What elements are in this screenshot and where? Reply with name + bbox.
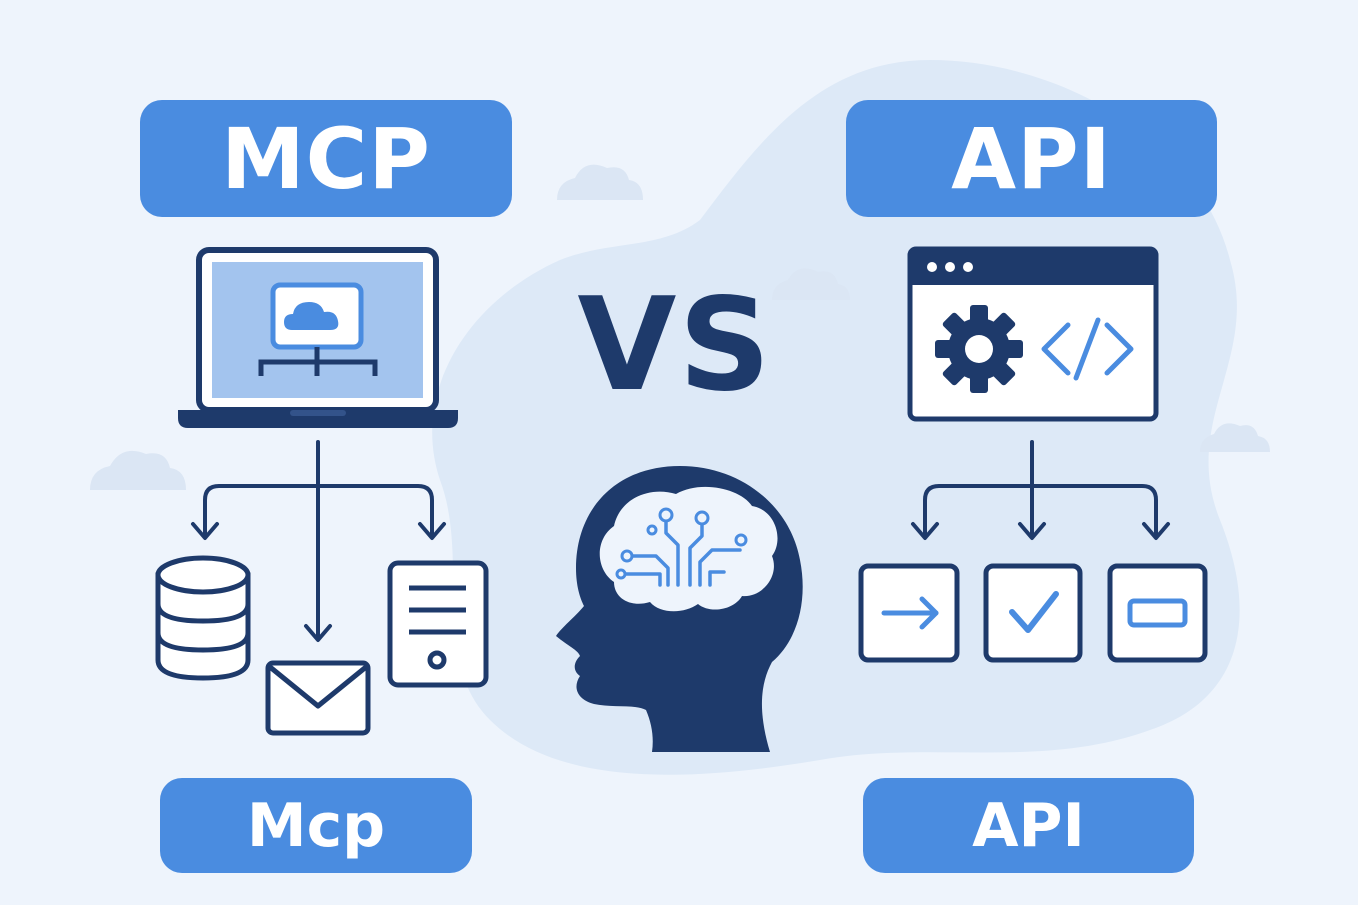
vs-label: VS	[577, 270, 773, 420]
arrow-right-icon	[858, 563, 960, 663]
gear-icon	[935, 305, 1023, 393]
database-icon	[155, 555, 251, 681]
left-connectors	[191, 440, 446, 642]
cloud-network-icon	[258, 282, 378, 376]
api-caption-badge: API	[863, 778, 1194, 873]
right-connectors	[911, 440, 1170, 540]
cloud-decoration	[90, 164, 1270, 490]
api-caption-text: API	[972, 790, 1085, 861]
check-icon	[983, 563, 1083, 663]
minus-box-icon	[1107, 563, 1208, 663]
brain-head-icon	[556, 466, 803, 752]
api-title-text: API	[951, 109, 1112, 208]
mcp-caption-text: Mcp	[246, 790, 386, 861]
email-icon	[265, 660, 371, 736]
code-icon	[1041, 317, 1134, 381]
mcp-caption-badge: Mcp	[160, 778, 472, 873]
document-icon	[387, 560, 489, 688]
mcp-title-text: MCP	[221, 109, 431, 208]
api-title-badge: API	[846, 100, 1217, 217]
mcp-title-badge: MCP	[140, 100, 512, 217]
